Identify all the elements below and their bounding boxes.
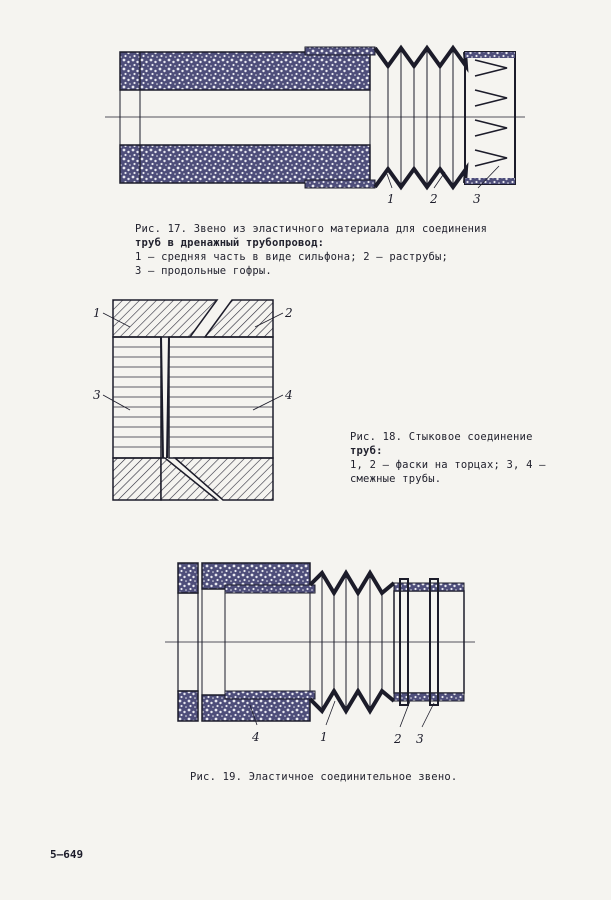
fig18-chamfer-1 [112,299,219,338]
figure-19-caption: Рис. 19. Эластичное соединительное звено… [190,770,457,784]
fig17-callout-3: 3 [473,192,481,206]
fig18-callout-3: 3 [93,388,101,402]
figure-18-caption: Рис. 18. Стыковое соединение труб: 1, 2 … [350,430,546,486]
page-number: 5–649 [50,848,84,861]
fig19-callout-2: 2 [393,732,402,746]
fig17-caption-line-2: труб в дренажный трубопровод: [135,237,325,249]
fig17-callout-2: 2 [429,192,438,206]
fig19-caption-line-1: Рис. 19. Эластичное соединительное звено… [190,771,458,783]
figure-17-caption: Рис. 17. Звено из эластичного материала … [135,222,487,278]
fig17-caption-line-4: 3 – продольные гофры. [135,265,272,277]
fig18-caption-line-3: 1, 2 – фаски на торцах; 3, 4 – [350,459,546,471]
fig17-callout-1: 1 [387,192,395,206]
fig18-callout-2: 2 [284,306,293,320]
fig17-pipe-wall-bottom [119,144,371,184]
fig19-callout-4: 4 [251,730,260,744]
fig18-pipe-3 [112,336,162,459]
fig17-bellows-top [373,44,469,73]
fig18-caption-line-1: Рис. 18. Стыковое соединение [350,431,533,443]
fig18-caption-line-4: смежные трубы. [350,473,442,485]
fig18-pipe-4 [168,336,274,459]
fig18-callout-1: 1 [93,306,101,320]
fig19-callout-3: 3 [416,732,424,746]
figure-18-drawing: 1 2 3 4 [93,299,293,501]
figure-19-drawing: 4 1 2 3 [165,562,475,746]
fig17-caption-line-3: 1 – средняя часть в виде сильфона; 2 – р… [135,251,449,263]
figure-17-drawing: 1 2 3 [105,44,525,206]
fig18-chamfer-2 [203,299,274,338]
fig17-pipe-wall-top [119,51,371,91]
fig19-bellows-bottom [308,687,396,715]
fig17-caption-line-1: Рис. 17. Звено из эластичного материала … [135,223,488,235]
fig18-callout-4: 4 [284,388,293,402]
fig19-callout-1: 1 [320,730,328,744]
fig18-caption-line-2: труб: [350,445,383,457]
fig19-bellows-top [308,569,396,597]
